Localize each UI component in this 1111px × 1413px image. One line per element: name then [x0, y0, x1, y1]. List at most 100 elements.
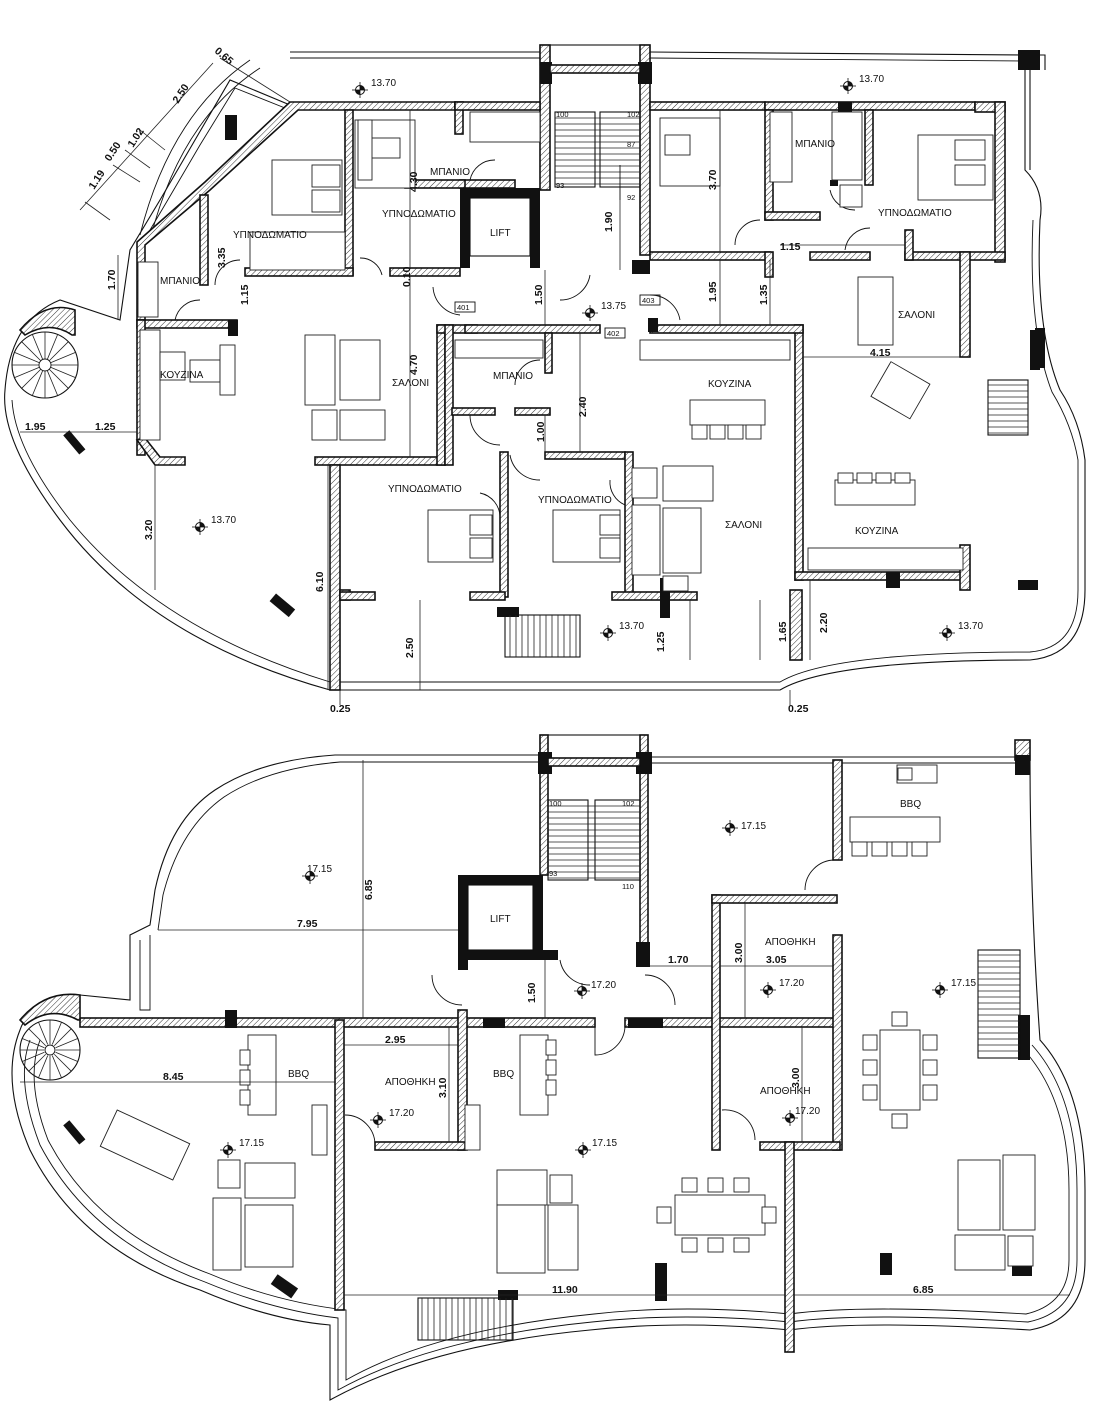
dimension-label: 0.25	[330, 703, 351, 715]
lower-stair-label: 100	[549, 799, 562, 808]
dimension-label: 1.70	[668, 954, 689, 966]
lower-terrace-outline	[11, 749, 1086, 1401]
dimension-label: 2.50	[404, 637, 416, 658]
room-label: ΥΠΝΟΔΩΜΑΤΙΟ	[233, 230, 307, 241]
room-label: BBQ	[900, 799, 921, 810]
dimension-label: 4.30	[408, 171, 420, 192]
lower-stair-label: 93	[549, 869, 557, 878]
dimension-label: 1.90	[603, 211, 615, 232]
lower-lift: LIFT	[458, 875, 650, 970]
lower-level-marker: 17.15	[741, 821, 766, 832]
lower-level-marker: 17.20	[795, 1106, 820, 1117]
upper-right-apartment-walls	[632, 101, 1006, 591]
dimension-label: 6.85	[363, 879, 375, 900]
upper-stair-label: 93	[556, 181, 564, 190]
apartment-number: 403	[642, 296, 655, 305]
upper-level-marker: 13.70	[859, 74, 884, 85]
room-label: ΜΠΑΝΙΟ	[160, 276, 200, 287]
dimension-label: 3.00	[733, 942, 745, 963]
room-label: ΣΑΛΟΝΙ	[898, 310, 935, 321]
dimension-label: 4.15	[870, 347, 891, 359]
upper-stair-label: 87	[627, 140, 635, 149]
dimension-label: 1.50	[526, 982, 538, 1003]
dimension-label: 1.00	[535, 421, 547, 442]
upper-level-marker: 13.70	[211, 515, 236, 526]
dimension-label: 3.05	[766, 954, 787, 966]
lower-stair-label: 102	[622, 799, 635, 808]
room-label: ΑΠΟΘΗΚΗ	[765, 937, 816, 948]
lower-level-marker: 17.20	[389, 1108, 414, 1119]
upper-dimension-lines	[20, 57, 960, 705]
dimension-label: 3.00	[790, 1067, 802, 1088]
upper-right-stair	[987, 330, 1040, 590]
dimension-label: 6.85	[913, 1284, 934, 1296]
room-label: ΚΟΥΖΙΝΑ	[160, 370, 204, 381]
room-label: ΥΠΝΟΔΩΜΑΤΙΟ	[388, 484, 462, 495]
room-label: ΣΑΛΟΝΙ	[725, 520, 762, 531]
room-label: BBQ	[288, 1069, 309, 1080]
dimension-label: 1.70	[106, 269, 118, 290]
dimension-label: 1.25	[95, 421, 116, 433]
room-label: BBQ	[493, 1069, 514, 1080]
upper-lift-label: LIFT	[490, 228, 511, 239]
lower-stair: 100 102 93 110	[547, 799, 641, 891]
room-label: ΚΟΥΖΙΝΑ	[708, 379, 752, 390]
apartment-number: 402	[607, 329, 620, 338]
dimension-label: 0.10	[401, 266, 413, 287]
dimension-label: 1.50	[533, 284, 545, 305]
lower-level-marker: 17.15	[951, 978, 976, 989]
upper-stair-label: 92	[627, 193, 635, 202]
upper-doors	[174, 159, 871, 519]
lower-right-stair	[977, 949, 1021, 1059]
dimension-label: 8.45	[163, 1071, 184, 1083]
lower-furniture	[99, 764, 1036, 1274]
dimension-label: 3.35	[216, 247, 228, 268]
dimension-label: 3.10	[437, 1077, 449, 1098]
lower-floor-plan: 100 102 93 110 LIFT	[11, 734, 1086, 1401]
upper-level-marker: 13.70	[371, 78, 396, 89]
upper-furniture	[137, 111, 994, 592]
upper-floor-plan: 100 102 87 93 92 LIFT	[4, 44, 1086, 715]
lower-level-marker: 17.20	[591, 980, 616, 991]
upper-level-marker: 13.70	[958, 621, 983, 632]
dimension-label: 2.50	[170, 82, 191, 106]
dimension-label: 6.10	[314, 571, 326, 592]
apartment-number: 401	[457, 303, 470, 312]
dimension-label: 1.95	[707, 281, 719, 302]
upper-spiral-stair	[11, 306, 86, 455]
upper-bottom-stair	[504, 614, 581, 658]
dimension-label: 2.40	[577, 396, 589, 417]
dimension-label: 1.19	[86, 168, 107, 192]
upper-level-marker: 13.70	[619, 621, 644, 632]
lower-level-marker: 17.20	[779, 978, 804, 989]
dimension-label: 2.95	[385, 1034, 406, 1046]
dimension-label: 0.50	[102, 140, 123, 164]
lower-lift-label: LIFT	[490, 914, 511, 925]
room-label: ΥΠΝΟΔΩΜΑΤΙΟ	[538, 495, 612, 506]
upper-stair: 100 102 87 93 92	[554, 110, 641, 202]
dimension-label: 3.20	[143, 519, 155, 540]
upper-stair-label: 102	[627, 110, 640, 119]
dimension-label: 1.25	[655, 631, 667, 652]
dimension-label: 1.35	[758, 284, 770, 305]
dimension-label: 4.70	[408, 354, 420, 375]
upper-level-marker: 13.75	[601, 301, 626, 312]
upper-stair-label: 100	[556, 110, 569, 119]
upper-lift: LIFT	[460, 188, 540, 268]
dimension-label: 2.20	[818, 612, 830, 633]
dimension-label: 1.95	[25, 421, 46, 433]
room-label: ΜΠΑΝΙΟ	[430, 167, 470, 178]
lower-level-marker: 17.15	[239, 1138, 264, 1149]
lower-level-marker: 17.15	[592, 1138, 617, 1149]
upper-terrace-outline	[4, 54, 1086, 691]
room-label: ΑΠΟΘΗΚΗ	[385, 1077, 436, 1088]
lower-spiral-stair	[18, 993, 81, 1081]
room-label: ΜΠΑΝΙΟ	[795, 139, 835, 150]
upper-central-apartment-walls	[329, 324, 803, 691]
room-label: ΚΟΥΖΙΝΑ	[855, 526, 899, 537]
dimension-label: 7.95	[297, 918, 318, 930]
lower-dimension-lines	[20, 760, 1070, 1296]
dimension-label: 1.15	[239, 284, 251, 305]
dimension-label: 1.65	[777, 621, 789, 642]
